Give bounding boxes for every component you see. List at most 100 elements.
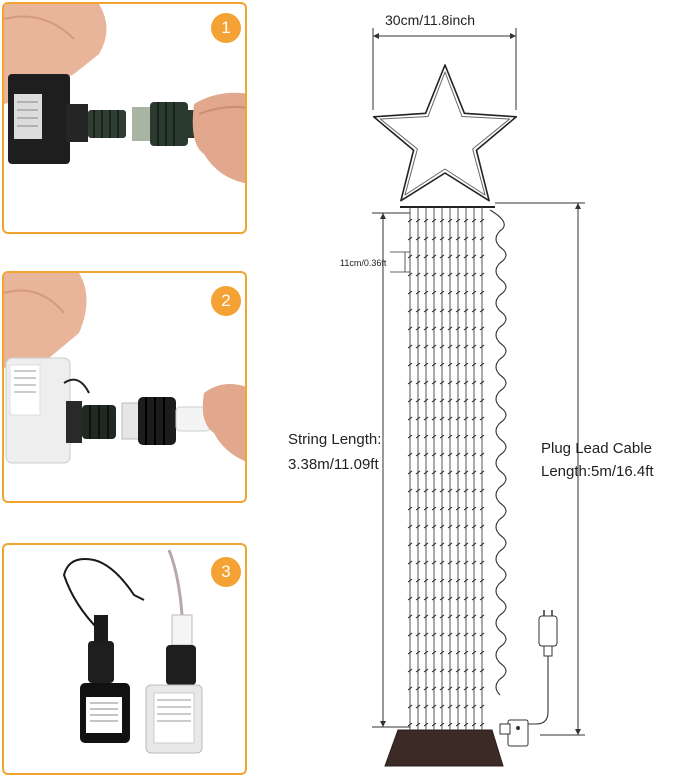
light-bulb [407, 596, 413, 601]
base-stand [384, 729, 504, 767]
light-bulb [471, 686, 477, 691]
light-bulb [479, 272, 485, 277]
step-3-panel [2, 543, 247, 775]
light-bulb [455, 596, 461, 601]
adapter-label [14, 94, 42, 139]
light-bulb [407, 668, 413, 673]
light-bulb [407, 542, 413, 547]
light-bulb [455, 668, 461, 673]
light-bulb [455, 236, 461, 241]
light-bulb [423, 416, 429, 421]
light-bulb [423, 344, 429, 349]
light-bulb [439, 380, 445, 385]
light-bulb [447, 452, 453, 457]
light-bulb [407, 218, 413, 223]
light-bulb [407, 344, 413, 349]
light-bulb [455, 290, 461, 295]
light-bulb [447, 290, 453, 295]
light-bulb [423, 398, 429, 403]
light-bulb [431, 668, 437, 673]
light-bulb [455, 362, 461, 367]
light-bulb [455, 722, 461, 727]
light-bulb [423, 488, 429, 493]
string-arrow-bottom [380, 721, 386, 727]
light-bulb [479, 650, 485, 655]
light-bulb [447, 326, 453, 331]
light-bulb [471, 434, 477, 439]
light-bulb [431, 398, 437, 403]
light-bulb [479, 614, 485, 619]
light-bulb [407, 290, 413, 295]
light-bulb [463, 236, 469, 241]
light-bulb [407, 686, 413, 691]
star-light-diagram [372, 28, 585, 767]
light-bulb [407, 488, 413, 493]
controller-button [516, 726, 520, 730]
light-bulb [455, 560, 461, 565]
light-bulb [439, 272, 445, 277]
light-bulb [423, 632, 429, 637]
light-bulb [463, 272, 469, 277]
light-bulb [423, 506, 429, 511]
light-bulb [415, 362, 421, 367]
light-bulb [479, 344, 485, 349]
light-bulb [455, 470, 461, 475]
light-bulb [471, 398, 477, 403]
step-2-panel [2, 271, 247, 503]
light-bulb [415, 632, 421, 637]
light-bulb [479, 506, 485, 511]
light-bulb [439, 614, 445, 619]
light-bulb [447, 488, 453, 493]
light-bulb [471, 308, 477, 313]
light-bulb [447, 686, 453, 691]
light-bulb [479, 686, 485, 691]
light-bulb [447, 344, 453, 349]
light-bulb [455, 578, 461, 583]
light-bulb [431, 344, 437, 349]
light-bulb [407, 416, 413, 421]
light-bulb [455, 398, 461, 403]
light-bulb [415, 524, 421, 529]
light-bulb [447, 380, 453, 385]
female-connector [138, 397, 176, 445]
light-bulb [447, 632, 453, 637]
width-arrow-left [373, 33, 379, 39]
light-bulb [431, 254, 437, 259]
light-bulb [431, 686, 437, 691]
plug-connector [543, 645, 553, 657]
light-bulb [407, 362, 413, 367]
light-bulb [439, 398, 445, 403]
light-bulb [423, 722, 429, 727]
light-bulb [463, 290, 469, 295]
light-bulb [447, 704, 453, 709]
light-bulb [439, 560, 445, 565]
light-bulb [407, 632, 413, 637]
controller-box [507, 719, 529, 747]
star-outline-inner [379, 71, 511, 196]
light-bulb [415, 254, 421, 259]
light-bulb [463, 668, 469, 673]
light-bulb [447, 668, 453, 673]
light-bulb [479, 434, 485, 439]
light-bulb [423, 254, 429, 259]
light-bulb [415, 614, 421, 619]
right-hand [202, 384, 245, 462]
light-bulb [479, 452, 485, 457]
light-bulb [463, 632, 469, 637]
light-bulb [471, 506, 477, 511]
light-bulb [415, 488, 421, 493]
light-bulb [471, 344, 477, 349]
light-bulb [471, 542, 477, 547]
light-bulb [455, 704, 461, 709]
light-bulb [479, 254, 485, 259]
light-bulb [423, 434, 429, 439]
light-bulb [415, 596, 421, 601]
light-bulb [455, 650, 461, 655]
light-bulb [423, 326, 429, 331]
light-bulb [479, 578, 485, 583]
light-bulb [423, 596, 429, 601]
light-bulb [431, 326, 437, 331]
light-bulb [415, 578, 421, 583]
light-bulb [415, 326, 421, 331]
light-bulb [479, 542, 485, 547]
